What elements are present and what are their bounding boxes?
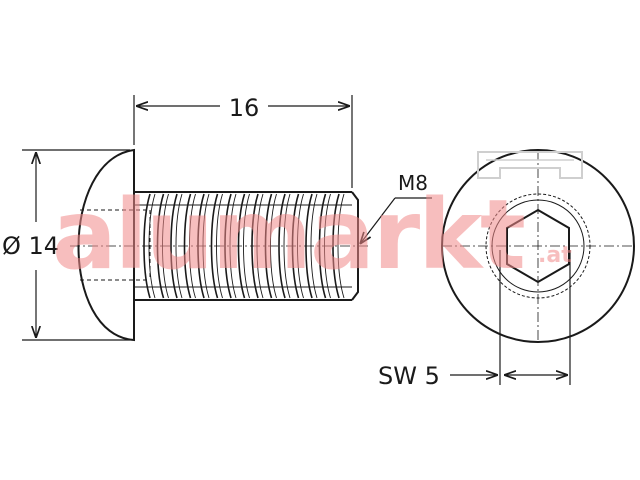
thread-root [175,193,183,299]
thread-crest [170,193,178,299]
thread-root [243,193,250,299]
watermark-text: alumarkt [52,179,524,291]
thread-root [189,193,196,299]
end-view [441,149,635,343]
thread-crest [156,193,165,299]
thread-label: M8 [398,171,428,195]
thread-root [337,193,345,299]
wrench-size-dimension [450,250,571,385]
watermark-suffix: .at [538,243,572,268]
thread-crest [318,193,327,299]
length-label: 16 [229,94,260,122]
watermark-logo: alumarkt .at [52,151,583,291]
screw-head [77,148,135,342]
thread-root [283,193,291,299]
thread-crest [224,193,232,299]
head-diameter-label: Ø 14 [2,232,59,260]
thread-crest [332,193,340,299]
thread-crest [264,193,273,299]
thread-leader [360,197,432,244]
thread-crest [278,193,286,299]
wrench-size-label: SW 5 [378,362,440,390]
head-diameter-dimension [22,149,130,341]
thread-root [229,193,237,299]
thread-crest [210,193,219,299]
length-dimension [133,95,353,188]
thread-root [297,193,304,299]
